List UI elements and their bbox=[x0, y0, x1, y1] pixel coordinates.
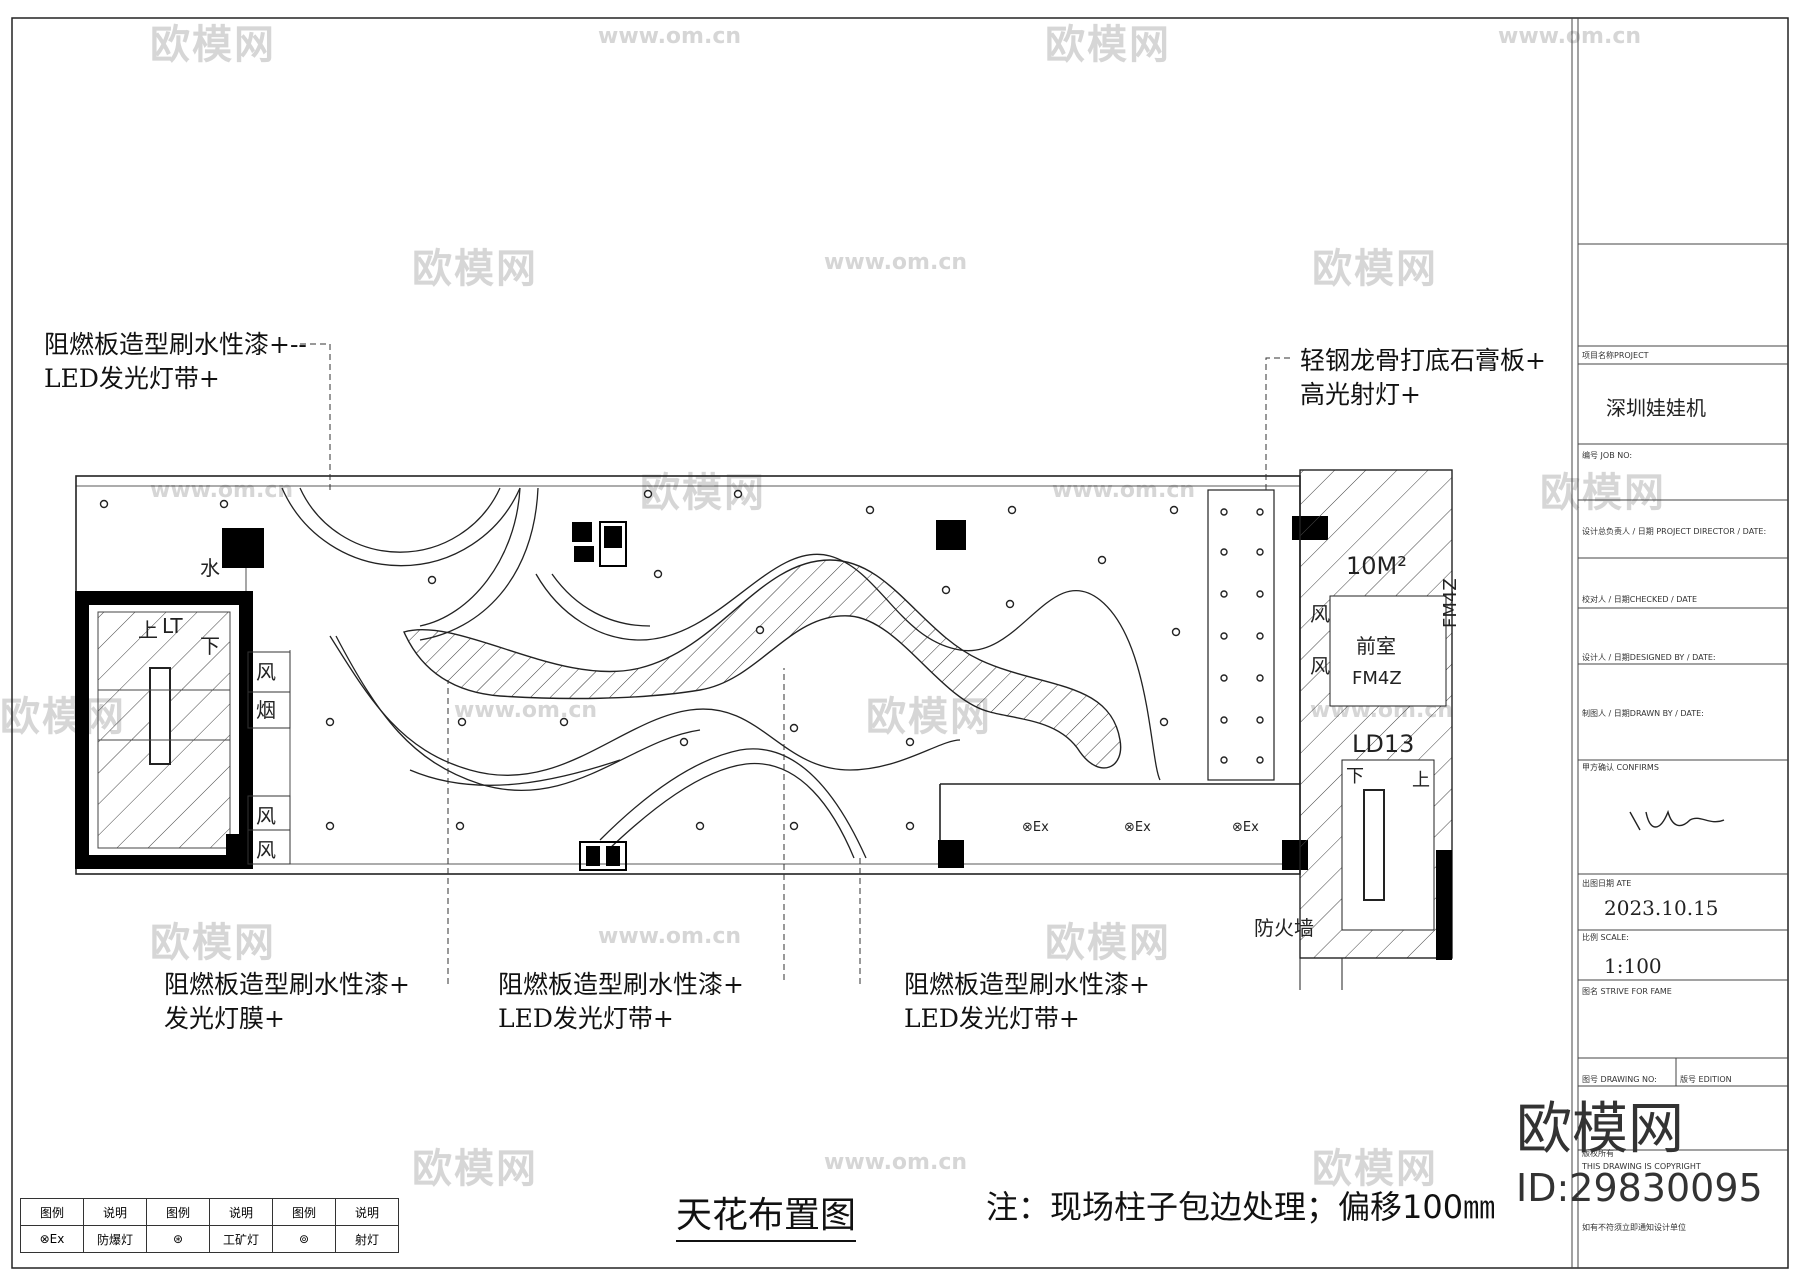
room-label: 风 bbox=[256, 838, 276, 862]
brand-watermark: 欧模网 bbox=[1516, 1097, 1684, 1162]
curved-ceiling-bands bbox=[281, 487, 1161, 859]
room-label: 烟 bbox=[256, 698, 276, 722]
drawing-title: 天花布置图 bbox=[676, 1186, 857, 1242]
tb-date: 2023.10.15 bbox=[1604, 896, 1719, 920]
title-block-frame bbox=[1571, 18, 1788, 1268]
explosion-proof-light: ⊗Ex bbox=[1124, 820, 1151, 835]
drawing-note: 注：现场柱子包边处理；偏移100㎜ bbox=[986, 1188, 1496, 1226]
spotlight-grid bbox=[1207, 489, 1275, 781]
tb-drawing-no-label: 图号 DRAWING NO: bbox=[1582, 1075, 1657, 1084]
brand-id: ID:29830095 bbox=[1516, 1166, 1763, 1210]
tb-copyright-en: THIS DRAWING IS COPYRIGHT bbox=[1582, 1162, 1701, 1171]
callout-line: 阻燃板造型刷水性漆+ bbox=[164, 970, 410, 999]
tb-scale: 1:100 bbox=[1604, 954, 1662, 978]
tb-project-name: 深圳娃娃机 bbox=[1606, 396, 1706, 420]
room-label: FM4Z bbox=[1440, 578, 1461, 628]
room-label: 上 bbox=[1412, 770, 1430, 791]
wave-light-film bbox=[403, 559, 1122, 769]
room-label: LT bbox=[162, 614, 183, 638]
explosion-proof-light: ⊗Ex bbox=[1022, 820, 1049, 835]
legend-symbol: ⊚ bbox=[272, 1225, 336, 1253]
callout-line: 轻钢龙骨打底石膏板+ bbox=[1300, 346, 1546, 375]
room-label: 下 bbox=[1346, 766, 1364, 787]
sheet-frame bbox=[11, 17, 1789, 1269]
callout-line: LED发光灯带+ bbox=[498, 1004, 674, 1033]
legend-symbol: ⊛ bbox=[146, 1225, 210, 1253]
room-label: 下 bbox=[200, 634, 220, 658]
columns bbox=[572, 516, 1328, 871]
room-label: 上 bbox=[138, 618, 158, 642]
tb-designed-label: 设计人 / 日期DESIGNED BY / DATE: bbox=[1582, 653, 1716, 662]
tb-footer: 如有不符须立即通知设计单位 bbox=[1582, 1223, 1686, 1232]
callout-line: LED发光灯带+ bbox=[904, 1004, 1080, 1033]
tb-date-label: 出图日期 ATE bbox=[1582, 879, 1632, 888]
legend-header: 说明 bbox=[83, 1198, 147, 1226]
room-label: 风 bbox=[1310, 602, 1330, 626]
legend-description: 射灯 bbox=[335, 1225, 399, 1253]
signature bbox=[1629, 809, 1725, 831]
legend-header: 图例 bbox=[20, 1198, 84, 1226]
room-label: LD13 bbox=[1352, 730, 1415, 758]
callout-line: 阻燃板造型刷水性漆+ bbox=[498, 970, 744, 999]
room-label: 风 bbox=[1310, 654, 1330, 678]
tb-copyright-label: 版权所有 bbox=[1582, 1149, 1614, 1158]
right-stair-core bbox=[1299, 469, 1453, 990]
leader-lines bbox=[300, 343, 1290, 984]
legend-header: 图例 bbox=[272, 1198, 336, 1226]
tb-checked-label: 校对人 / 日期CHECKED / DATE bbox=[1582, 595, 1698, 604]
callout-line: 阻燃板造型刷水性漆+ bbox=[904, 970, 1150, 999]
legend-description: 防爆灯 bbox=[83, 1225, 147, 1253]
room-label: FM4Z bbox=[1352, 668, 1402, 689]
legend-header: 说明 bbox=[335, 1198, 399, 1226]
tb-director-label: 设计总负责人 / 日期 PROJECT DIRECTOR / DATE: bbox=[1582, 527, 1767, 536]
callout-line: 高光射灯+ bbox=[1300, 380, 1421, 409]
room-label: 防火墙 bbox=[1254, 916, 1314, 940]
room-label: 水 bbox=[200, 556, 220, 580]
tb-drawn-label: 制图人 / 日期DRAWN BY / DATE: bbox=[1582, 709, 1704, 718]
room-label: 风 bbox=[256, 804, 276, 828]
tb-confirm-label: 甲方确认 CONFIRMS bbox=[1582, 763, 1659, 772]
callout-line: 阻燃板造型刷水性漆+-- bbox=[44, 330, 307, 359]
room-label: 风 bbox=[256, 660, 276, 684]
legend-description: 工矿灯 bbox=[209, 1225, 273, 1253]
tb-drawing-name-label: 图名 STRIVE FOR FAME bbox=[1582, 987, 1672, 996]
room-label: 10M² bbox=[1346, 552, 1407, 580]
tb-job-label: 编号 JOB NO: bbox=[1582, 451, 1633, 460]
tb-edition-label: 版号 EDITION bbox=[1680, 1075, 1732, 1084]
tb-scale-label: 比例 SCALE: bbox=[1582, 933, 1629, 942]
legend-symbol: ⊗Ex bbox=[20, 1225, 84, 1253]
spotlight-symbols bbox=[99, 489, 1264, 831]
legend-table: 图例 说明 图例 说明 图例 说明 ⊗Ex 防爆灯 ⊛ 工矿灯 ⊚ 射灯 bbox=[20, 1198, 399, 1253]
explosion-proof-light: ⊗Ex bbox=[1232, 820, 1259, 835]
tb-project-label: 项目名称PROJECT bbox=[1582, 351, 1649, 360]
left-stair-core bbox=[75, 528, 291, 869]
callout-line: LED发光灯带+ bbox=[44, 364, 220, 393]
room-label: 前室 bbox=[1356, 634, 1396, 658]
legend-header: 说明 bbox=[209, 1198, 273, 1226]
callout-line: 发光灯膜+ bbox=[164, 1004, 285, 1033]
legend-header: 图例 bbox=[146, 1198, 210, 1226]
